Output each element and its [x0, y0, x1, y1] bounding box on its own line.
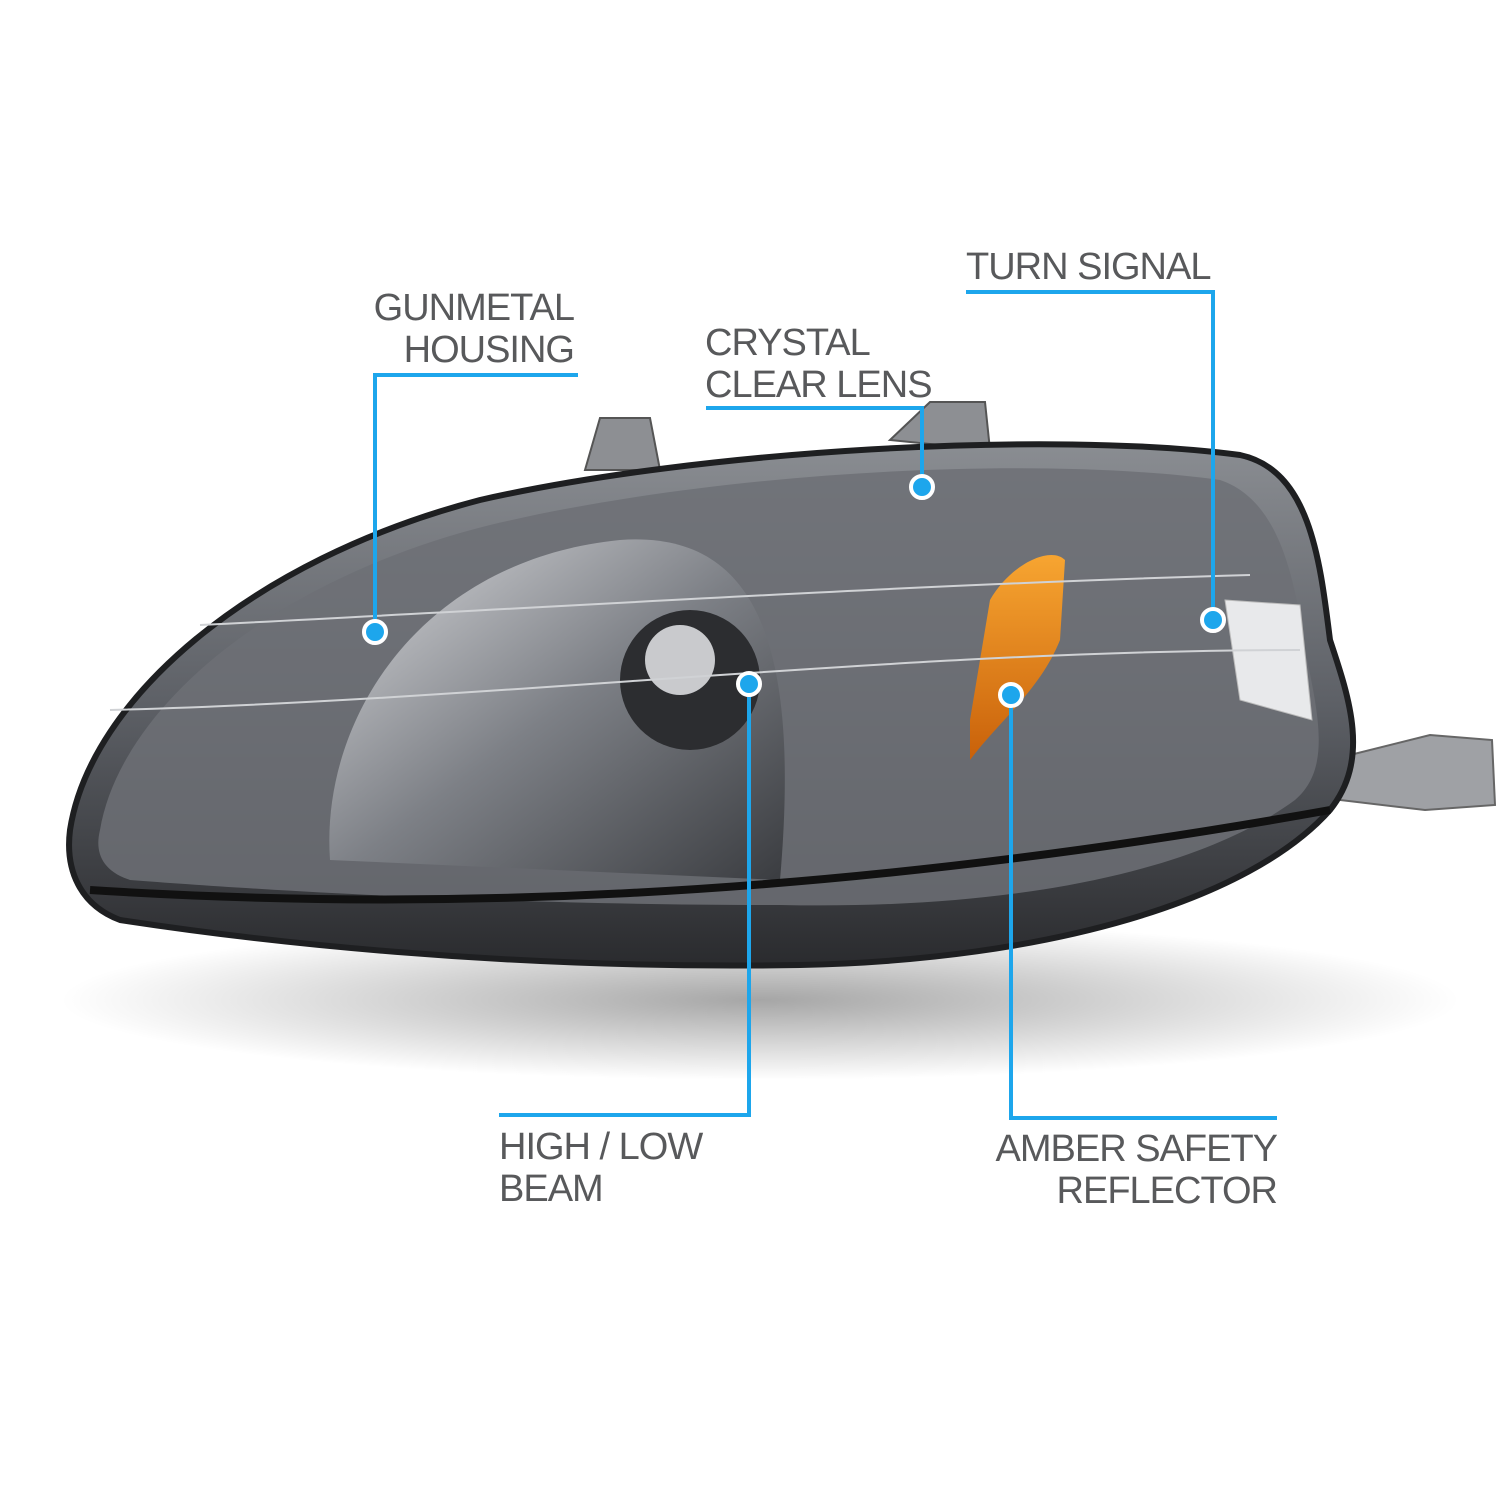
callout-turn-signal: TURN SIGNAL	[966, 246, 1211, 288]
beam-leader-line	[499, 683, 751, 1117]
callout-amber-safety-reflector: AMBER SAFETY REFLECTOR	[996, 1128, 1278, 1212]
callout-gunmetal-housing: GUNMETAL HOUSING	[373, 287, 575, 371]
amber-leader-line	[1009, 694, 1277, 1120]
callout-text: TURN SIGNAL	[966, 246, 1211, 288]
callout-text: HOUSING	[403, 329, 575, 371]
floor-shadow	[60, 920, 1460, 1080]
turn-signal-leader-line	[966, 290, 1215, 619]
callout-text: CLEAR LENS	[705, 364, 933, 406]
turn-signal-lens	[1224, 599, 1313, 721]
callout-text: CRYSTAL	[705, 322, 871, 364]
gunmetal-leader-line	[373, 373, 578, 630]
turn-signal-dot	[1200, 607, 1226, 633]
lens-dot	[909, 474, 935, 500]
callout-text: AMBER SAFETY	[995, 1128, 1278, 1170]
lens-leader-line	[706, 406, 924, 486]
beam-dot	[736, 671, 762, 697]
gunmetal-dot	[362, 619, 388, 645]
callout-text: REFLECTOR	[1056, 1170, 1278, 1212]
callout-crystal-clear-lens: CRYSTAL CLEAR LENS	[705, 322, 933, 406]
callout-high-low-beam: HIGH / LOW BEAM	[499, 1126, 703, 1210]
callout-text: GUNMETAL	[373, 287, 575, 329]
amber-dot	[998, 682, 1024, 708]
callout-text: HIGH / LOW	[499, 1126, 703, 1168]
callout-text: BEAM	[499, 1168, 604, 1210]
